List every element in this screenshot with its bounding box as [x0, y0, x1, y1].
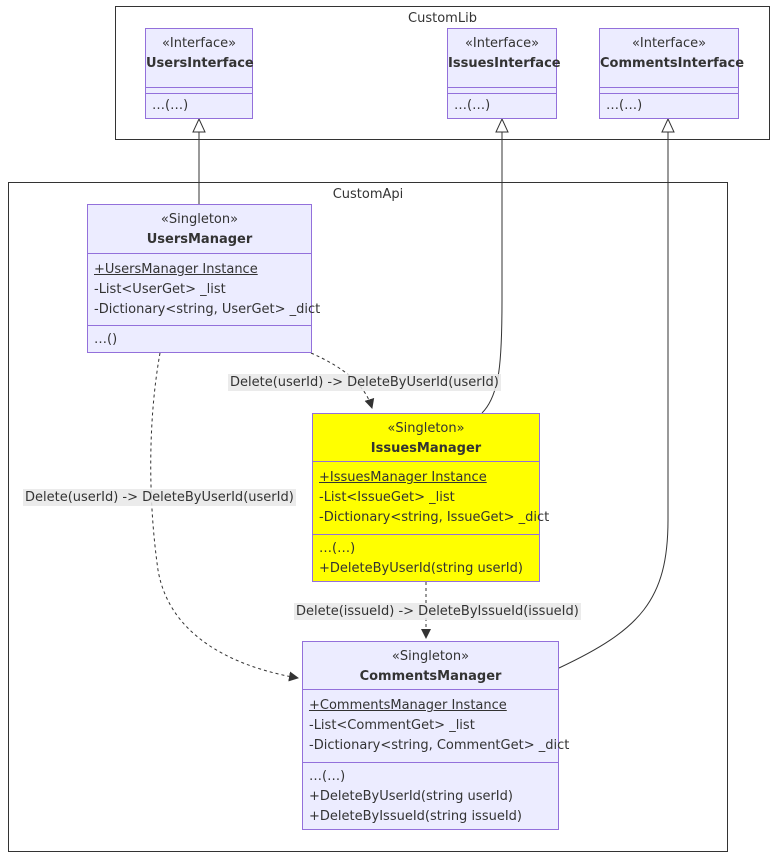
method: …(…): [152, 98, 189, 113]
class-users-interface[interactable]: «Interface» UsersInterface …(…): [145, 28, 254, 119]
class-name: UsersManager: [146, 232, 253, 247]
class-issues-manager[interactable]: «Singleton» IssuesManager +IssuesManager…: [312, 413, 550, 582]
cluster-custom-api-label: CustomApi: [332, 187, 404, 202]
methods-section: …(…) +DeleteByUserId(string userId): [313, 534, 539, 579]
stereotype: «Singleton»: [160, 212, 239, 227]
methods-section: …(…): [448, 93, 556, 116]
method: …(…): [606, 98, 643, 113]
class-name: CommentsInterface: [600, 56, 745, 71]
class-comments-interface[interactable]: «Interface» CommentsInterface …(…): [599, 28, 745, 119]
edge-issuesmanager-realizes-issuesinterface: [481, 120, 503, 414]
method: …(): [94, 332, 118, 347]
fields-section: +IssuesManager Instance -List<IssueGet> …: [313, 461, 550, 528]
field: +UsersManager Instance: [94, 262, 258, 277]
method: …(…): [454, 98, 491, 113]
method: …(…): [319, 541, 356, 556]
fields-section: [448, 87, 556, 88]
edge-label-users-to-issues: Delete(userId) -> DeleteByUserId(userId): [228, 374, 501, 391]
stereotype: «Singleton»: [391, 649, 470, 664]
triangle-users-interface: [192, 117, 206, 133]
field: +CommentsManager Instance: [309, 698, 507, 713]
methods-section: …(…): [600, 93, 738, 116]
edge-commentsmanager-realizes-commentsinterface: [558, 120, 669, 669]
field: -Dictionary<string, UserGet> _dict: [94, 302, 321, 317]
class-name: UsersInterface: [146, 56, 254, 71]
field: -List<UserGet> _list: [94, 282, 226, 297]
methods-section: …(…): [146, 93, 252, 116]
method: …(…): [309, 769, 346, 784]
class-comments-manager[interactable]: «Singleton» CommentsManager +CommentsMan…: [302, 641, 570, 830]
fields-section: [600, 87, 738, 88]
class-users-manager[interactable]: «Singleton» UsersManager +UsersManager I…: [87, 204, 321, 353]
stereotype: «Interface»: [631, 36, 707, 51]
field: -Dictionary<string, IssueGet> _dict: [319, 510, 550, 525]
stereotype: «Singleton»: [387, 421, 465, 436]
stereotype: «Interface»: [464, 36, 540, 51]
edge-users-to-comments: [150, 352, 299, 682]
cluster-custom-lib-label: CustomLib: [408, 11, 477, 26]
class-name: IssuesInterface: [448, 56, 561, 71]
fields-section: [146, 87, 252, 88]
stereotype: «Interface»: [161, 36, 237, 51]
field: +IssuesManager Instance: [319, 470, 487, 485]
methods-section: …(…) +DeleteByUserId(string userId) +Del…: [303, 762, 558, 827]
method: +DeleteByIssueId(string issueId): [309, 809, 522, 824]
class-name: IssuesManager: [370, 441, 482, 456]
field: -List<CommentGet> _list: [309, 718, 475, 733]
fields-section: +UsersManager Instance -List<UserGet> _l…: [88, 253, 321, 320]
class-issues-interface[interactable]: «Interface» IssuesInterface …(…): [447, 28, 561, 119]
field: -List<IssueGet> _list: [319, 490, 455, 505]
triangle-issues-interface: [495, 117, 509, 133]
edge-label-issues-to-comments: Delete(issueId) -> DeleteByIssueId(issue…: [294, 603, 581, 620]
methods-section: …(): [88, 325, 311, 350]
triangle-comments-interface: [661, 117, 675, 133]
method: +DeleteByUserId(string userId): [319, 561, 523, 576]
method: +DeleteByUserId(string userId): [309, 789, 513, 804]
class-name: CommentsManager: [359, 669, 502, 684]
fields-section: +CommentsManager Instance -List<CommentG…: [303, 689, 570, 756]
edge-label-users-to-comments: Delete(userId) -> DeleteByUserId(userId): [23, 489, 296, 506]
field: -Dictionary<string, CommentGet> _dict: [309, 738, 570, 753]
